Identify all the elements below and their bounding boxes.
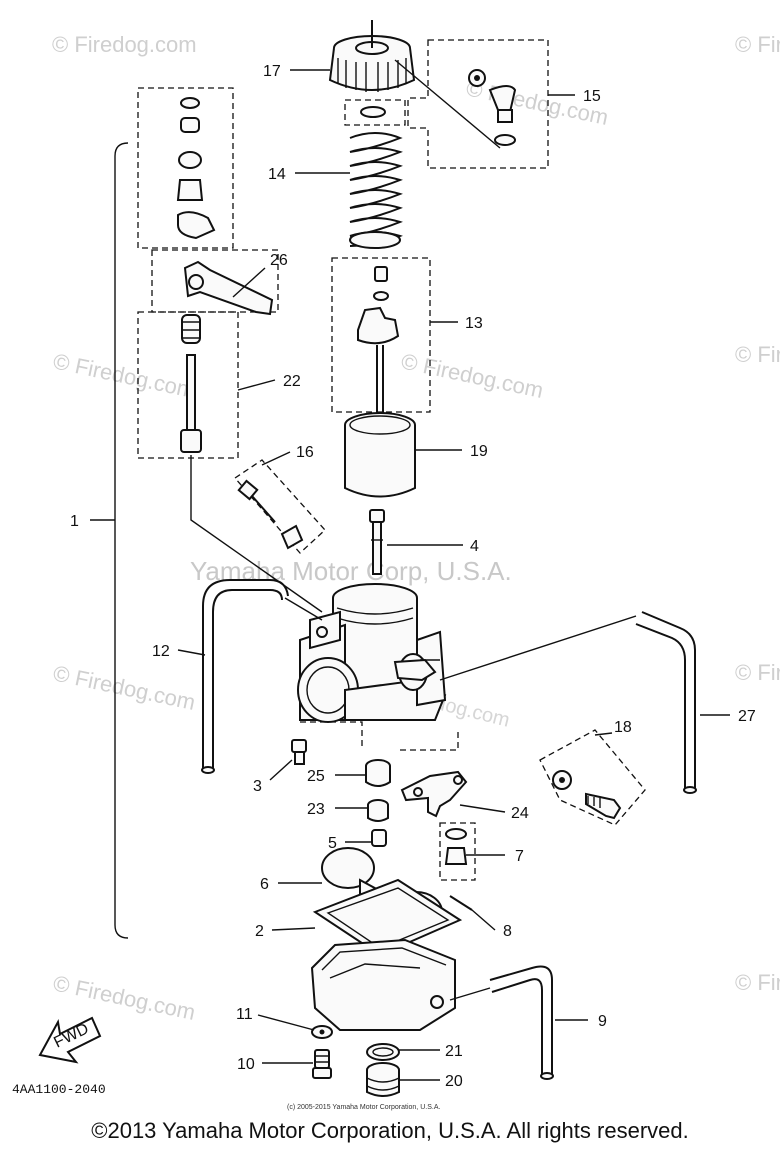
label-21: 21 — [445, 1043, 463, 1060]
carburetor-body — [297, 583, 447, 723]
part-16-air-screw — [237, 479, 304, 550]
label-18: 18 — [614, 719, 632, 736]
watermark-lower-left: © Firedog.com — [51, 660, 198, 715]
part-17-top-cap — [328, 20, 416, 92]
label-8: 8 — [503, 923, 512, 940]
part-21-o-ring — [366, 1043, 400, 1061]
leader-lines — [177, 69, 730, 1081]
part-3-screw — [291, 739, 307, 765]
part-27-vent-hose — [439, 611, 697, 794]
label-16: 16 — [296, 444, 314, 461]
label-23: 23 — [307, 801, 325, 818]
part-26-small-parts — [176, 97, 216, 240]
watermark-top-right: © Firedog.com — [735, 32, 780, 57]
label-6: 6 — [260, 876, 269, 893]
copyright-footer: ©2013 Yamaha Motor Corporation, U.S.A. A… — [91, 1118, 689, 1143]
label-14: 14 — [268, 166, 286, 183]
label-24: 24 — [511, 805, 529, 822]
part-11-washer — [311, 1025, 333, 1039]
label-10: 10 — [237, 1056, 255, 1073]
part-8-pin — [449, 895, 473, 911]
watermark-bottom-right: © Firedog.com — [735, 970, 780, 995]
float-chamber — [310, 938, 456, 1031]
label-2: 2 — [255, 923, 264, 940]
watermark-yamaha: Yamaha Motor Corp, U.S.A. — [190, 556, 512, 586]
part-13-jet-needle — [357, 266, 400, 440]
watermarks: © Firedog.com © Firedog.com © Firedog.co… — [51, 32, 780, 1025]
label-7: 7 — [515, 848, 524, 865]
part-2-gasket — [312, 878, 463, 957]
part-22-adjust-screw — [180, 314, 323, 613]
washer-icon — [360, 106, 386, 118]
watermark-mid-right: © Firedog.com — [735, 342, 780, 367]
part-5-main-jet — [371, 829, 387, 847]
label-4: 4 — [470, 538, 479, 555]
part-15-cable-adjuster — [394, 59, 517, 149]
part-4-needle-jet — [369, 509, 385, 575]
label-9: 9 — [598, 1013, 607, 1030]
watermark-lower-right: © Firedog.com — [735, 660, 780, 685]
part-14-spring — [349, 132, 403, 249]
diagram-code: 4AA1100-2040 — [12, 1082, 106, 1097]
label-13: 13 — [465, 315, 483, 332]
part-10-bolt — [312, 1049, 332, 1079]
label-20: 20 — [445, 1073, 463, 1090]
watermark-mid-left: © Firedog.com — [51, 348, 198, 403]
label-1: 1 — [70, 513, 79, 530]
assembly-bracket — [114, 142, 129, 939]
fwd-arrow-icon: FWD — [38, 1016, 102, 1064]
label-15: 15 — [583, 88, 601, 105]
part-26-bracket — [183, 260, 274, 316]
part-labels: 1 2 3 4 5 6 7 8 9 10 11 12 13 14 15 16 1… — [70, 63, 756, 1090]
label-11: 11 — [236, 1006, 253, 1023]
part-24-plate — [400, 770, 468, 818]
part-25-spacer — [365, 759, 391, 787]
dashed-group-boxes — [137, 39, 646, 881]
label-26: 26 — [270, 252, 288, 269]
label-19: 19 — [470, 443, 488, 460]
label-17: 17 — [263, 63, 281, 80]
watermark-top-left: © Firedog.com — [52, 32, 197, 57]
label-3: 3 — [253, 778, 262, 795]
label-27: 27 — [738, 708, 756, 725]
label-12: 12 — [152, 643, 170, 660]
part-9-drain-hose — [489, 965, 554, 1080]
watermark-bottom-left: © Firedog.com — [51, 970, 198, 1025]
part-12-vent-hose — [201, 579, 323, 774]
label-25: 25 — [307, 768, 325, 785]
part-20-plug — [366, 1062, 400, 1097]
part-7-valve — [444, 828, 468, 865]
part-23-needle-seat — [367, 799, 389, 822]
label-5: 5 — [328, 835, 337, 852]
part-19-throttle-valve — [344, 412, 416, 498]
watermark-mid-center: © Firedog.com — [399, 348, 546, 403]
small-notice: (c) 2005-2015 Yamaha Motor Corporation, … — [287, 1104, 440, 1111]
part-18-screw — [552, 770, 622, 820]
label-22: 22 — [283, 373, 301, 390]
